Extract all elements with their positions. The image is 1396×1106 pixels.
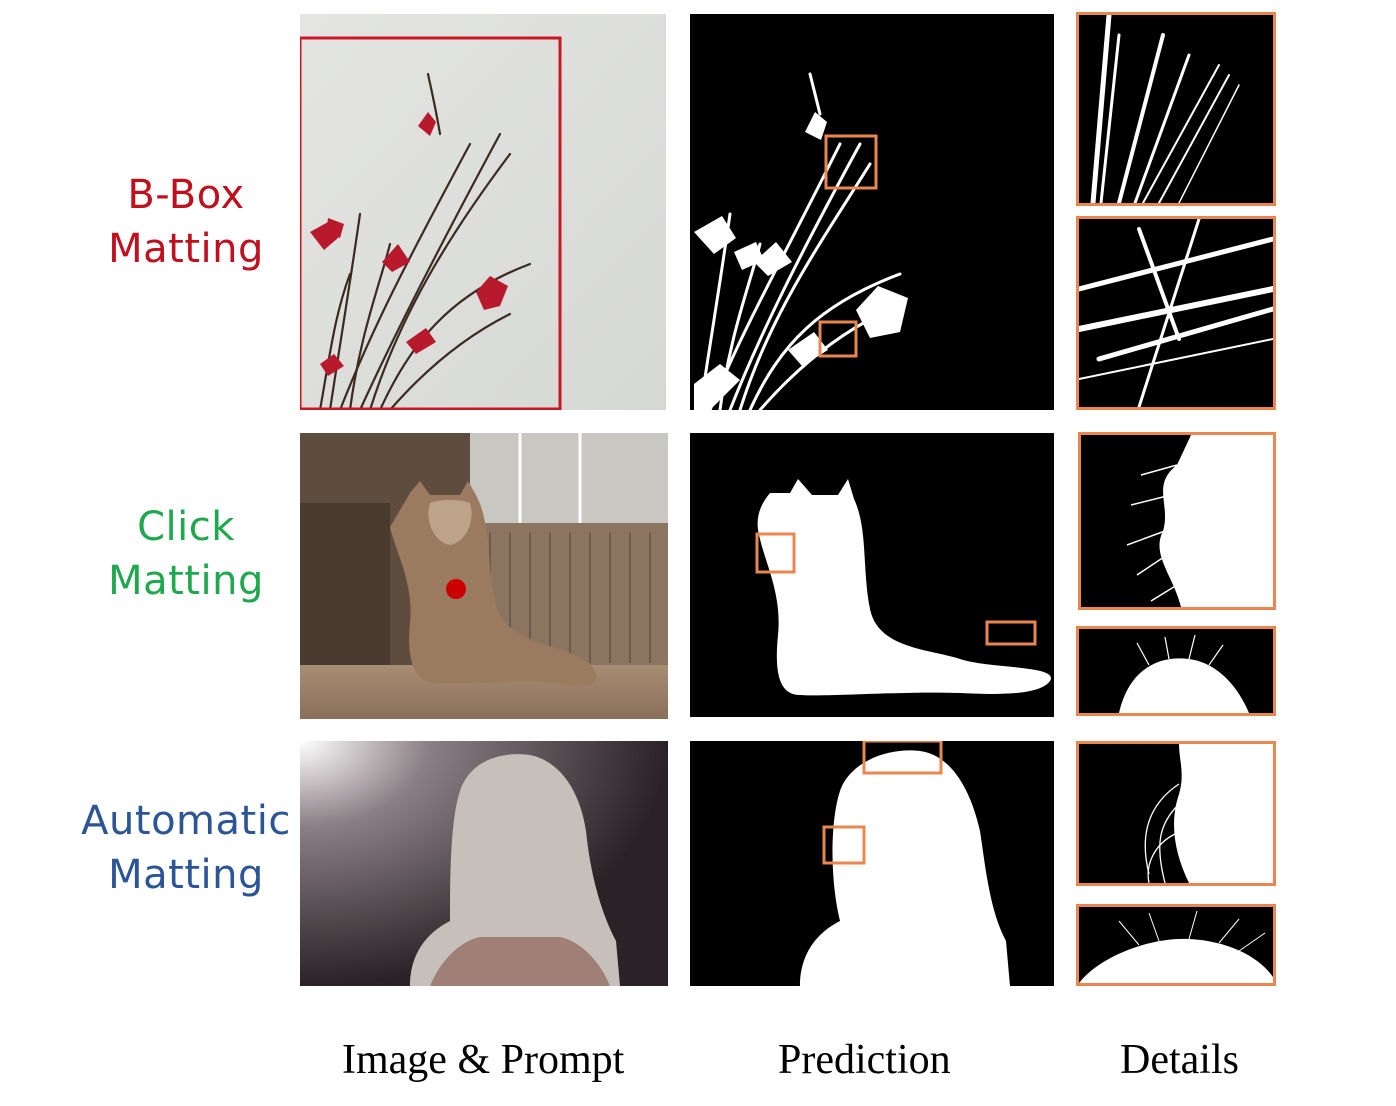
- row-label-line: Click: [137, 504, 235, 550]
- row-label-click-matting: Click Matting: [66, 500, 306, 608]
- detail-woman-hair-side: [1076, 741, 1276, 886]
- prediction-woman-matte: [690, 741, 1054, 986]
- caption-details: Details: [1120, 1037, 1239, 1083]
- row-label-line: B-Box: [127, 172, 245, 218]
- detail-region-box: [822, 825, 866, 865]
- row-label-line: Matting: [108, 558, 264, 604]
- detail-woman-hair-top: [1076, 904, 1276, 986]
- prediction-butterfly-matte: [690, 14, 1054, 410]
- row-label-line: Matting: [108, 852, 264, 898]
- image-cat-room: [300, 433, 668, 719]
- caption-image-prompt: Image & Prompt: [342, 1037, 625, 1083]
- bbox-prompt-rect: [300, 36, 562, 410]
- caption-prediction: Prediction: [778, 1037, 951, 1083]
- click-prompt-point: [446, 579, 466, 599]
- detail-butterfly-stems-bottom: [1076, 216, 1276, 410]
- row-label-bbox-matting: B-Box Matting: [66, 168, 306, 276]
- detail-region-box: [862, 741, 943, 775]
- prediction-cat-matte: [690, 433, 1054, 717]
- detail-cat-tail-tip: [1076, 626, 1276, 716]
- detail-region-box: [755, 532, 796, 574]
- image-butterfly-branches: [300, 14, 666, 410]
- row-label-line: Automatic: [81, 798, 291, 844]
- detail-region-box: [824, 134, 878, 190]
- image-woman-backlit: [300, 741, 668, 986]
- detail-cat-fur-side: [1078, 432, 1276, 610]
- row-label-line: Matting: [108, 226, 264, 272]
- detail-region-box: [818, 320, 858, 358]
- detail-region-box: [985, 620, 1037, 646]
- detail-butterfly-stems-top: [1076, 12, 1276, 206]
- row-label-automatic-matting: Automatic Matting: [66, 794, 306, 902]
